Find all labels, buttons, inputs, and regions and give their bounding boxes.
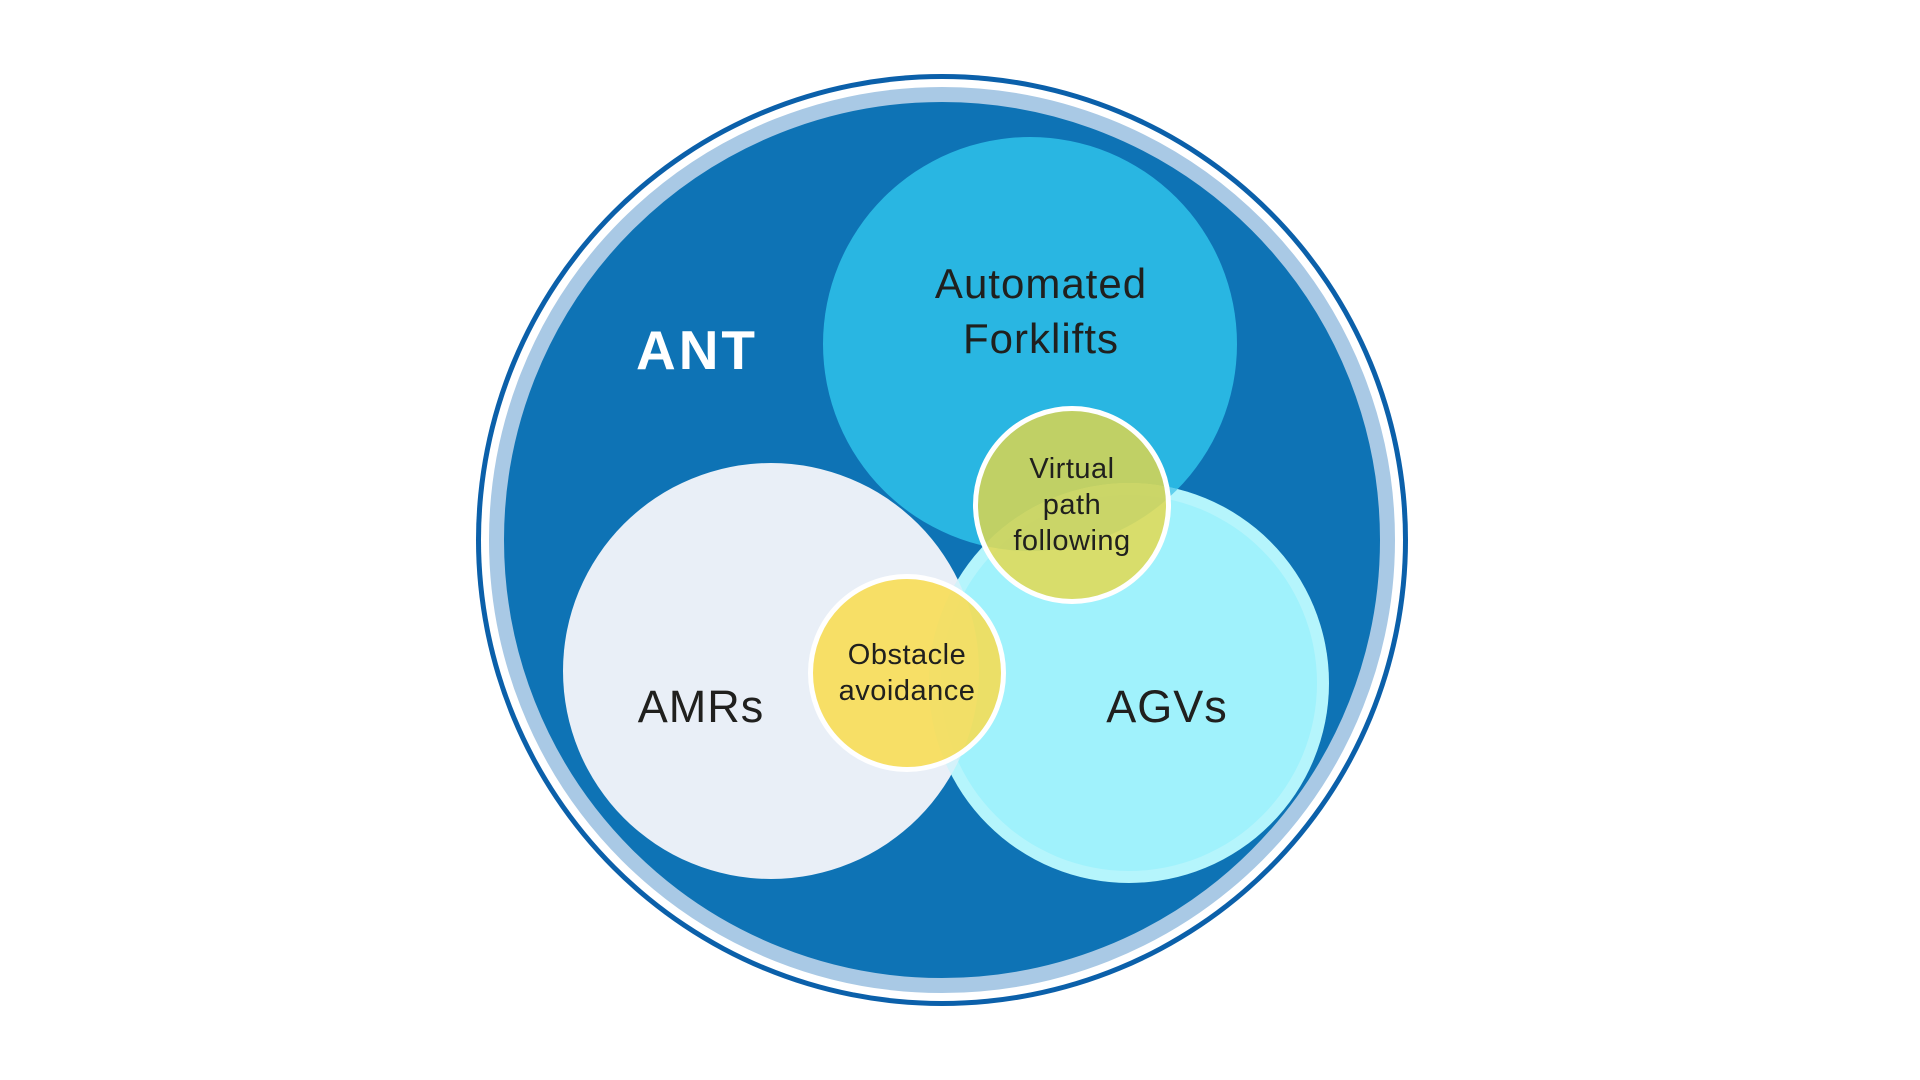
automated-forklifts-line1: Automated bbox=[934, 260, 1148, 307]
amrs-label: AMRs bbox=[637, 681, 765, 732]
obstacle-avoidance-line2: avoidance bbox=[838, 675, 976, 707]
automated-forklifts-label: Automated Forklifts bbox=[935, 256, 1147, 366]
obstacle-avoidance-label: Obstacle avoidance bbox=[839, 637, 976, 709]
agvs-label: AGVs bbox=[1106, 681, 1228, 732]
obstacle-avoidance-circle: Obstacle avoidance bbox=[808, 574, 1006, 772]
automated-forklifts-line2: Forklifts bbox=[962, 315, 1119, 362]
virtual-path-following-line2: path bbox=[1042, 489, 1102, 521]
ant-label: ANT bbox=[635, 319, 759, 381]
virtual-path-following-line3: following bbox=[1013, 525, 1131, 557]
virtual-path-following-line1: Virtual bbox=[1029, 453, 1115, 485]
obstacle-avoidance-line1: Obstacle bbox=[847, 639, 967, 671]
virtual-path-following-circle: Virtual path following bbox=[973, 406, 1171, 604]
virtual-path-following-label: Virtual path following bbox=[1013, 451, 1130, 559]
